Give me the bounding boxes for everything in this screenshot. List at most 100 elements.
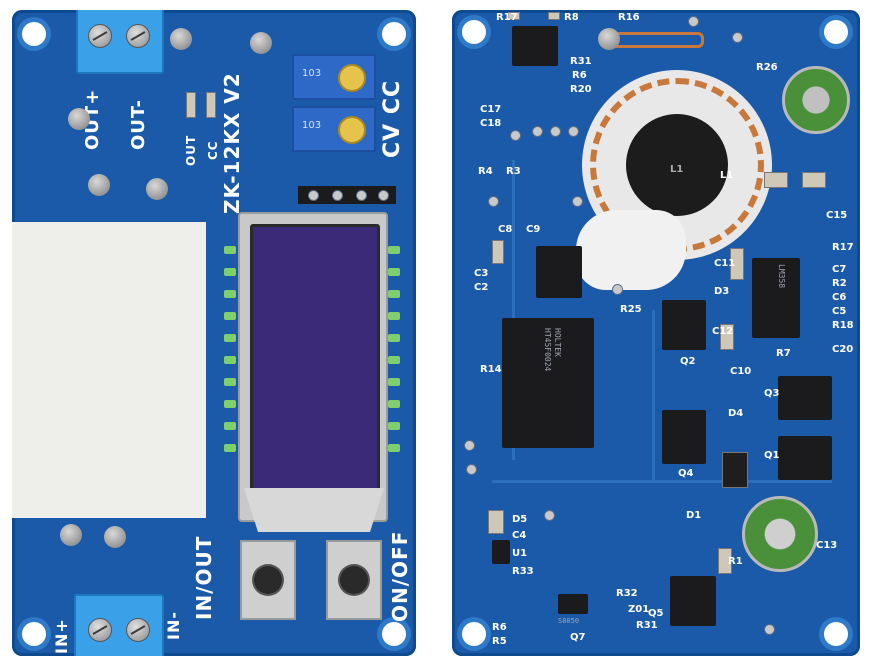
mount-hole	[382, 22, 406, 46]
label-c7: C7	[832, 264, 847, 275]
mount-hole	[22, 22, 46, 46]
solder-pad	[146, 178, 168, 200]
label-r32: R32	[616, 588, 638, 599]
label-r20: R20	[570, 84, 592, 95]
out-minus-label: OUT-	[128, 98, 149, 150]
label-d3: D3	[714, 286, 730, 297]
label-q1: Q1	[764, 450, 780, 461]
label-c2: C2	[474, 282, 489, 293]
model-label: ZK-12KX V2	[220, 72, 244, 214]
label-c20: C20	[832, 344, 854, 355]
mosfet	[778, 376, 832, 420]
chip-marking: HOLTEK HT45F0024	[543, 328, 562, 372]
label-c12: C12	[712, 326, 734, 337]
in-minus-label: IN-	[164, 611, 183, 640]
solder-pad	[60, 524, 82, 546]
label-c18: C18	[480, 118, 502, 129]
solder-pad	[68, 108, 90, 130]
mount-hole	[462, 20, 486, 44]
holtek-mcu: HOLTEK HT45F0024	[502, 318, 594, 448]
label-r33: R33	[512, 566, 534, 577]
label-r4: R4	[478, 166, 493, 177]
label-r1: R1	[728, 556, 743, 567]
front-pcb-board: OUT+ OUT- OUT CC ZK-12KX V2 103 103 CV C…	[12, 10, 416, 656]
copper-jumper	[608, 32, 704, 48]
small-transistor	[558, 594, 588, 614]
label-c4: C4	[512, 530, 527, 541]
label-c11: C11	[714, 258, 736, 269]
mount-hole	[462, 622, 486, 646]
label-l1-silk: L1	[720, 170, 734, 181]
screw-icon	[88, 618, 112, 642]
solder-pad	[250, 32, 272, 54]
label-q3: Q3	[764, 388, 780, 399]
label-r6: R6	[572, 70, 587, 81]
mosfet	[662, 410, 706, 464]
label-c6: C6	[832, 292, 847, 303]
label-u1: U1	[512, 548, 528, 559]
label-r18: R18	[832, 320, 854, 331]
chip-marking-small: S8050	[558, 617, 580, 625]
led-out	[186, 92, 196, 118]
label-c8: C8	[498, 224, 513, 235]
screw-icon	[88, 24, 112, 48]
on-off-button[interactable]	[326, 540, 382, 620]
lcd-ribbon	[244, 488, 384, 532]
mosfet	[662, 300, 706, 350]
label-r26: R26	[756, 62, 778, 73]
potentiometer-cc[interactable]: 103	[292, 106, 376, 152]
label-r25: R25	[620, 304, 642, 315]
solder-pad	[88, 174, 110, 196]
label-d5: D5	[512, 514, 528, 525]
label-d1: D1	[686, 510, 702, 521]
in-plus-label: IN+	[52, 618, 71, 654]
in-out-label: IN/OUT	[192, 535, 216, 620]
label-r31: R31	[636, 620, 658, 631]
label-r17b: R17	[832, 242, 854, 253]
label-r7: R7	[776, 348, 791, 359]
label-r5: R5	[492, 636, 507, 647]
label-c5: C5	[832, 306, 847, 317]
back-pcb-board: R17 R8 R16 R26 R31 L1 HOLTEK HT45F0024 L…	[452, 10, 860, 656]
chip-marking: LM358	[777, 264, 786, 289]
label-c17: C17	[480, 104, 502, 115]
label-c9: C9	[526, 224, 541, 235]
label-q2: Q2	[680, 356, 696, 367]
label-r17: R17	[496, 12, 518, 23]
label-r2: R2	[832, 278, 847, 289]
electrolytic-capacitor	[742, 496, 818, 572]
label-z01: Z01	[628, 604, 650, 615]
mount-hole	[382, 622, 406, 646]
label-c15: C15	[826, 210, 848, 221]
led-cc	[206, 92, 216, 118]
ic-chip	[536, 246, 582, 298]
led-out-label: OUT	[184, 134, 198, 166]
solder-pad	[104, 526, 126, 548]
label-l1: L1	[670, 164, 684, 175]
in-out-button[interactable]	[240, 540, 296, 620]
screw-icon	[126, 618, 150, 642]
electrolytic-capacitor	[782, 66, 850, 134]
mosfet	[778, 436, 832, 480]
mount-hole	[22, 622, 46, 646]
label-r3: R3	[506, 166, 521, 177]
label-q4: Q4	[678, 468, 694, 479]
label-c3: C3	[474, 268, 489, 279]
label-q7: Q7	[570, 632, 586, 643]
output-terminal-block	[76, 10, 164, 74]
header-row	[298, 186, 396, 204]
label-q5: Q5	[648, 608, 664, 619]
screw-icon	[126, 24, 150, 48]
label-r16: R16	[618, 12, 640, 23]
led-cc-label: CC	[206, 140, 220, 160]
label-c13: C13	[816, 540, 838, 551]
label-r14: R14	[480, 364, 502, 375]
label-r8: R8	[564, 12, 579, 23]
pot-marking: 103	[302, 68, 322, 79]
potentiometer-cv[interactable]: 103	[292, 54, 376, 100]
label-r31-top: R31	[570, 56, 592, 67]
solder-pad	[170, 28, 192, 50]
label-r6b: R6	[492, 622, 507, 633]
lcd-screen	[250, 224, 380, 498]
sticker-area	[12, 222, 206, 518]
